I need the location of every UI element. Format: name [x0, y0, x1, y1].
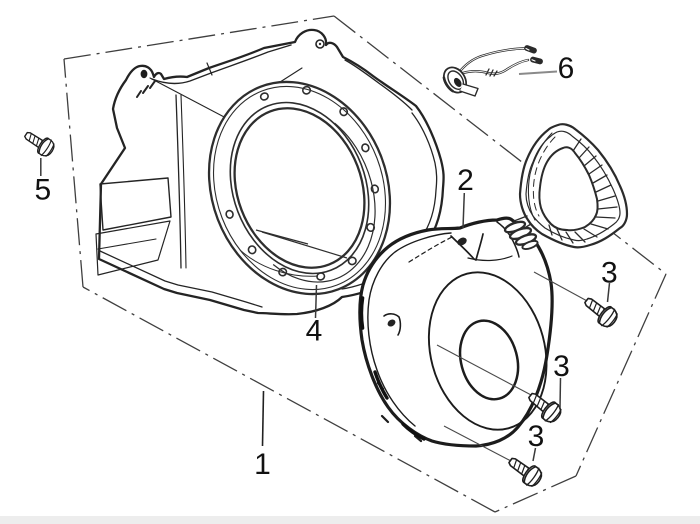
svg-text:4: 4: [306, 315, 323, 348]
svg-text:6: 6: [558, 52, 575, 85]
svg-text:5: 5: [34, 174, 51, 207]
svg-text:2: 2: [457, 164, 474, 197]
svg-text:3: 3: [528, 420, 545, 453]
svg-text:3: 3: [553, 350, 570, 383]
svg-text:3: 3: [601, 256, 618, 289]
svg-text:1: 1: [254, 448, 271, 481]
